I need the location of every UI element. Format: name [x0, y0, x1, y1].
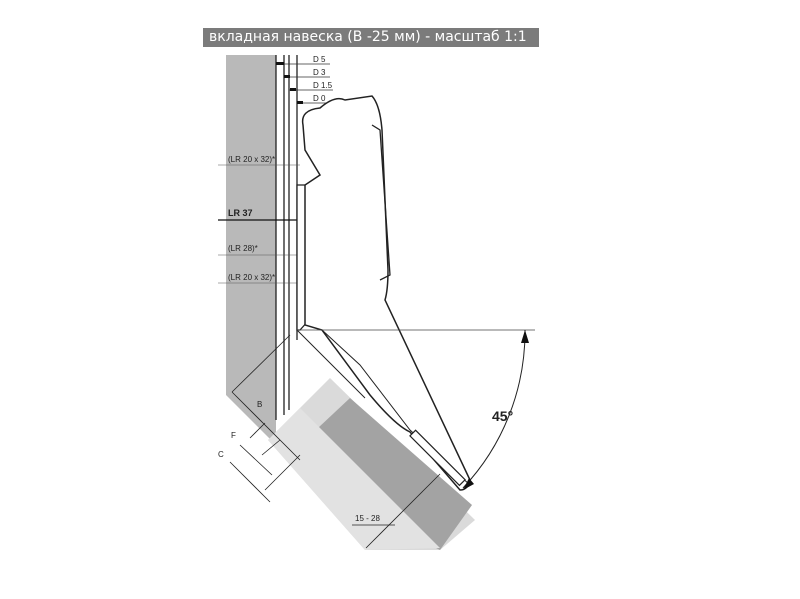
label-d3: D 3 — [313, 68, 326, 77]
label-lr28: (LR 28)* — [228, 244, 258, 253]
label-lr37: LR 37 — [228, 208, 253, 218]
dimension-f-c — [229, 422, 301, 503]
cabinet-side-panel — [226, 55, 276, 445]
door-front-light — [268, 408, 440, 550]
label-lr-20x32-bottom: (LR 20 x 32)* — [228, 273, 275, 282]
label-range: 15 - 28 — [355, 514, 380, 523]
label-d5: D 5 — [313, 55, 326, 64]
door-edge-line — [296, 329, 366, 399]
hinge-arm-cover — [371, 124, 391, 281]
arc-arrow-top — [521, 330, 529, 343]
lr-lines — [218, 164, 300, 284]
angle-label: 45° — [492, 408, 513, 424]
arc-arrow-bottom — [463, 478, 474, 490]
label-d1-5: D 1.5 — [313, 81, 333, 90]
mounting-plate-lines — [275, 55, 298, 420]
dimension-range — [352, 473, 441, 549]
hinge-lever — [409, 429, 466, 487]
diagram-title: вкладная навеска (B -25 мм) - масштаб 1:… — [203, 28, 539, 47]
label-f: F — [231, 431, 236, 440]
label-c: C — [218, 450, 224, 459]
label-lr-20x32-top: (LR 20 x 32)* — [228, 155, 275, 164]
door-cup-area — [318, 398, 472, 550]
angle-arc — [462, 329, 526, 489]
label-b: B — [257, 400, 262, 409]
distance-leaders — [276, 63, 333, 104]
dimension-b — [231, 334, 301, 461]
label-d0: D 0 — [313, 94, 326, 103]
hinge-arm — [301, 95, 471, 491]
